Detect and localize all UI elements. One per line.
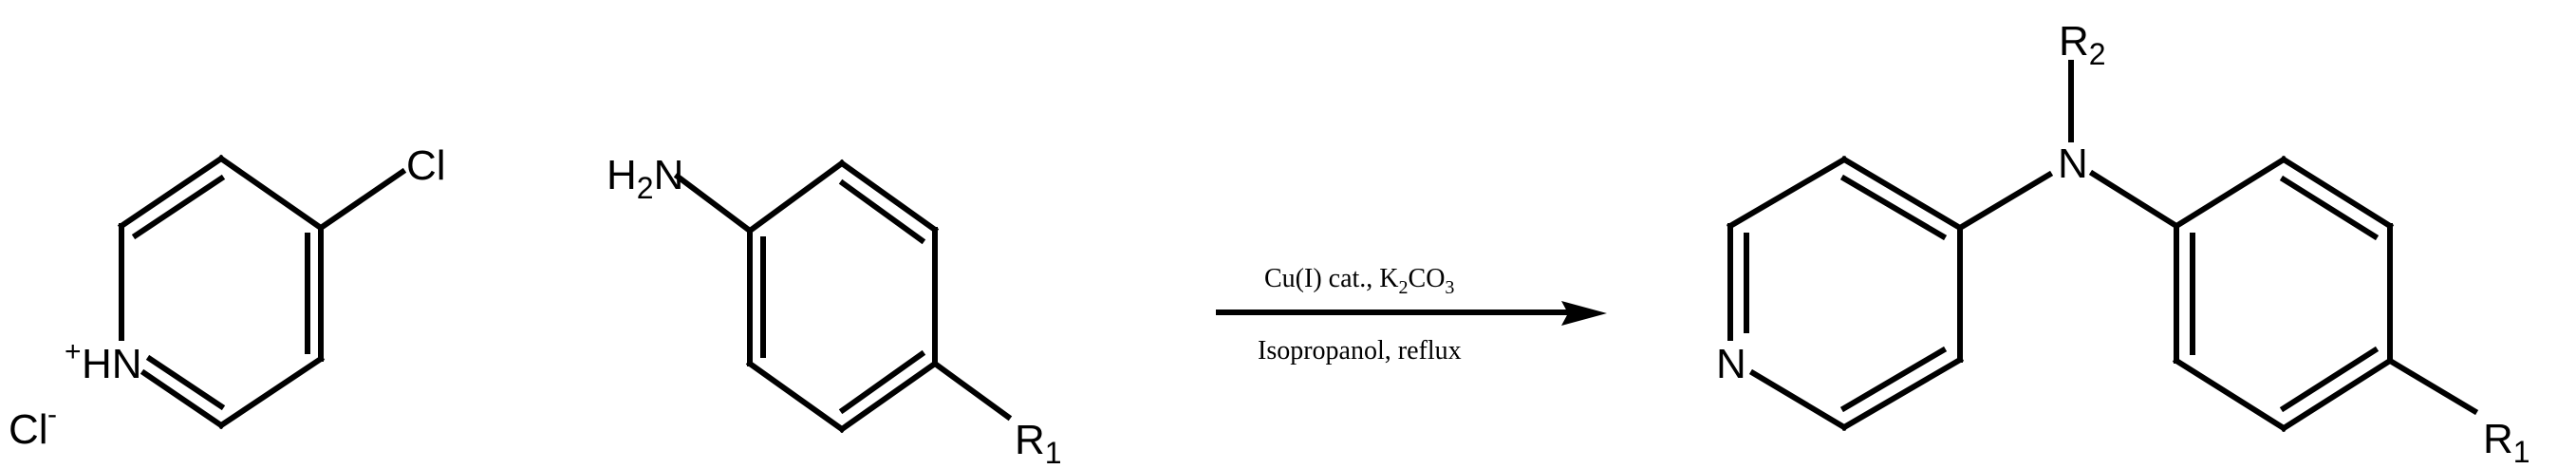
amine-nitrogen-label: N [2058, 141, 2088, 187]
negative-charge: - [47, 399, 57, 430]
bond-c-r1 [930, 359, 1013, 422]
r1-label: R1 [1015, 417, 1062, 469]
bond [117, 154, 226, 231]
double-bond-inner [1839, 346, 1948, 413]
double-bond-inner [2279, 346, 2380, 413]
double-bond-inner [145, 354, 226, 411]
bond [216, 154, 326, 233]
bond [216, 354, 326, 430]
bond [2279, 356, 2395, 433]
ring-nitrogen-label: HN [82, 341, 142, 387]
bond-c-n [1955, 170, 2054, 233]
reactant-4-chloropyridinium: Cl + HN Cl - [9, 142, 446, 453]
bond [837, 359, 940, 434]
bond [1839, 355, 1965, 432]
bond [1839, 155, 1965, 233]
bond [2279, 155, 2395, 231]
product: N N R2 R1 [1716, 18, 2530, 469]
bond [1748, 368, 1849, 432]
bond [2172, 356, 2288, 433]
bond [745, 359, 847, 434]
bond-c-r1 [2385, 356, 2479, 416]
r1-label: R1 [2483, 416, 2530, 469]
reactant-aniline: H2N R1 [607, 152, 1062, 469]
arrow-head-icon [1561, 301, 1607, 326]
double-bond-inner [131, 174, 226, 240]
r2-label: R2 [2059, 18, 2106, 71]
amine-label: H2N [607, 152, 683, 205]
chlorine-label: Cl [406, 142, 446, 189]
chloride-counterion: Cl [9, 406, 48, 453]
bond-c-cl [316, 167, 407, 233]
double-bond-inner [838, 349, 926, 415]
bond [140, 368, 226, 430]
positive-charge: + [65, 336, 82, 367]
double-bond-inner [838, 178, 926, 245]
bond [745, 159, 847, 235]
conditions-below: Isopropanol, reflux [1258, 336, 1462, 366]
bond [837, 159, 940, 234]
bond [1726, 155, 1849, 231]
bond-n-aryl [2088, 169, 2181, 231]
pyridine-nitrogen-label: N [1716, 341, 1746, 387]
bond [2172, 155, 2288, 231]
double-bond-inner [2279, 175, 2380, 241]
double-bond-inner [1839, 174, 1948, 241]
conditions-above: Cu(I) cat., K2CO3 [1264, 264, 1454, 298]
reaction-arrow: Cu(I) cat., K2CO3 Isopropanol, reflux [1216, 264, 1607, 366]
bond-n-c [673, 172, 755, 235]
